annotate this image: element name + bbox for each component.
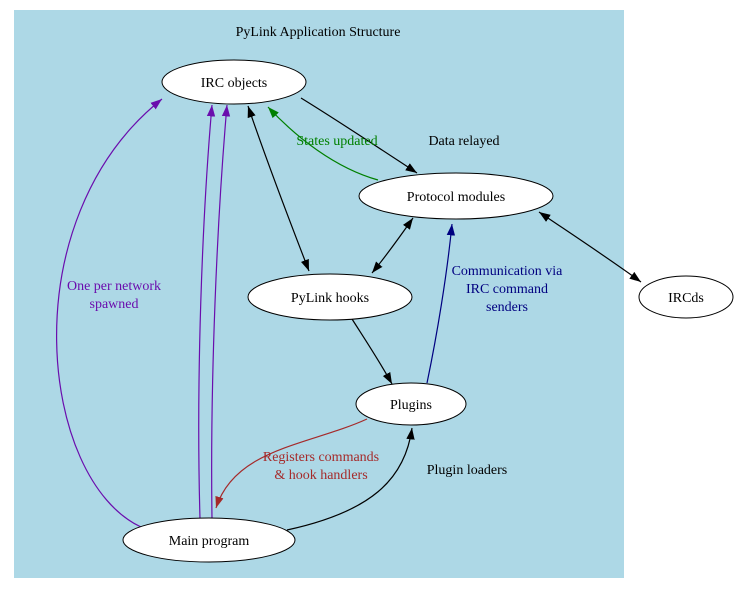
main-program-ellipse [122, 517, 296, 563]
edge-data-relayed-line [300, 97, 418, 174]
edge-registers-commands-label-line1: Registers commands [263, 450, 379, 465]
node-plugins: Plugins [355, 382, 467, 426]
edge-communication-label-line1: Communication via [452, 264, 564, 279]
edge-states-updated-label: States updated [296, 134, 377, 149]
edge-registers-commands-label-line2: & hook handlers [274, 468, 367, 483]
node-pylink-hooks: PyLink hooks [247, 273, 413, 321]
edge-one-per-network-label-line2: spawned [90, 297, 139, 312]
edge-communication-label-line3: senders [486, 300, 528, 315]
edge-data-relayed-label: Data relayed [428, 134, 499, 149]
node-ircds: IRCds [638, 275, 734, 319]
node-protocol-modules: Protocol modules [358, 172, 554, 220]
pylink-hooks-ellipse [247, 273, 413, 321]
ircds-ellipse [638, 275, 734, 319]
edge-protocol-ircds-line [538, 211, 642, 283]
edge-one-per-network-line-middle [198, 104, 216, 520]
edge-one-per-network-line-outer [56, 98, 163, 528]
node-main-program: Main program [122, 517, 296, 563]
edge-registers-commands-line [215, 418, 368, 509]
node-irc-objects: IRC objects [161, 59, 307, 105]
diagram-title: PyLink Application Structure [236, 25, 401, 40]
edge-plugin-loaders-line [286, 427, 415, 531]
ircds-label: IRCds [668, 291, 704, 306]
edge-protocol-hooks-line [371, 217, 414, 274]
plugins-ellipse [355, 382, 467, 426]
edge-communication-line [426, 223, 456, 384]
edge-communication-label-line2: IRC command [466, 282, 548, 297]
edge-one-per-network-line-inner [211, 104, 231, 520]
edge-one-per-network-label-line1: One per network [67, 279, 161, 294]
pylink-hooks-label: PyLink hooks [291, 291, 369, 306]
irc-objects-label: IRC objects [201, 76, 268, 91]
main-program-label: Main program [169, 534, 250, 549]
edge-irc-objects-hooks-line [247, 105, 310, 272]
protocol-modules-label: Protocol modules [407, 190, 505, 205]
edge-hooks-plugins-line [351, 318, 393, 385]
protocol-modules-ellipse [358, 172, 554, 220]
edge-plugin-loaders-label: Plugin loaders [427, 463, 508, 478]
plugins-label: Plugins [390, 398, 432, 413]
irc-objects-ellipse [161, 59, 307, 105]
